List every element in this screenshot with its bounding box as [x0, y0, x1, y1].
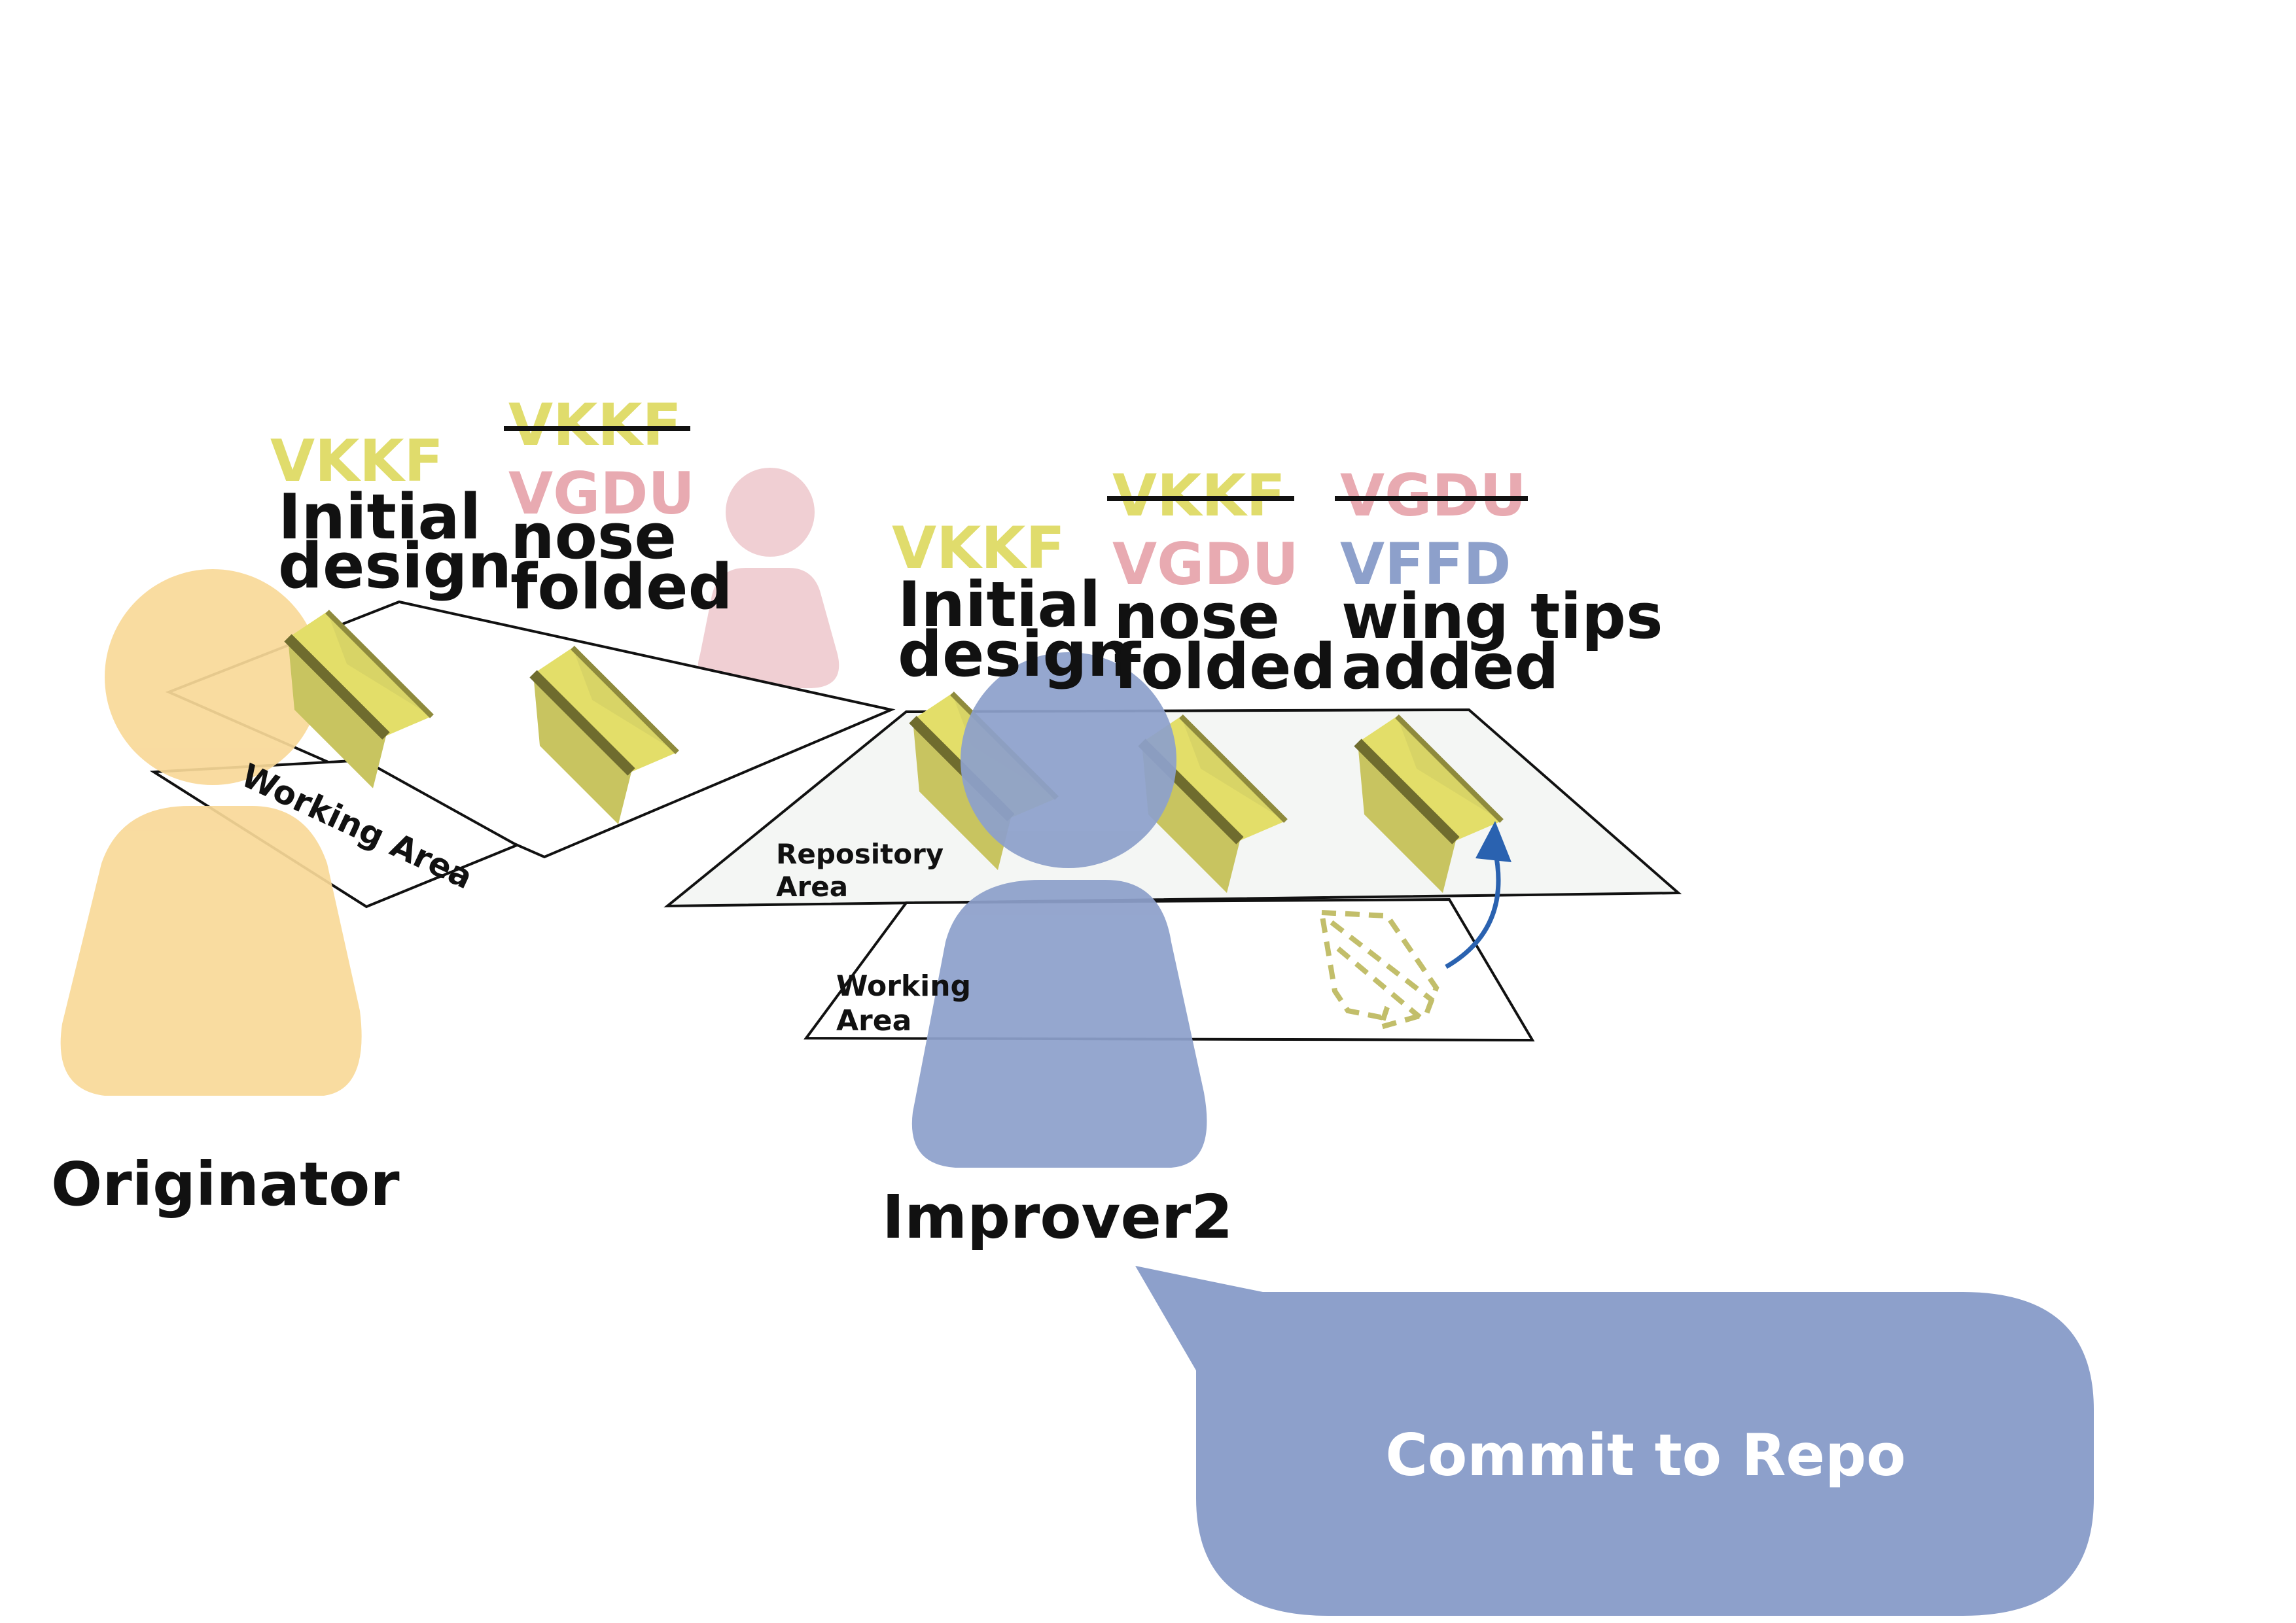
- originator-commit-2-msg-line1: nose: [510, 501, 677, 573]
- originator-figure: [60, 569, 362, 1096]
- improver2-commit-2-msg-line1: nose: [1114, 581, 1280, 653]
- improver2-figure: [911, 652, 1207, 1168]
- improver2-commit-3-msg-line1: wing tips: [1341, 581, 1663, 653]
- improver2-commit-1-msg-line1: Initial: [898, 569, 1101, 641]
- improver2-commit-3-id: VFFD: [1340, 531, 1511, 598]
- improver1-figure: [698, 468, 839, 688]
- originator-commit-2-struck-id: VKKF: [508, 391, 682, 459]
- improver2-commit-1-msg-line2: design: [898, 619, 1131, 691]
- improver2-name: Improver2: [882, 1182, 1233, 1252]
- improver2-working-area-label-line2: Area: [836, 1004, 911, 1038]
- speech-bubble: [1135, 1266, 2094, 1616]
- repository-area-label-line1: Repository: [776, 838, 944, 870]
- improver2-commit-1-id: VKKF: [892, 514, 1065, 582]
- originator-commit-2-id: VGDU: [508, 460, 695, 527]
- improver2-commit-3-struck-id: VGDU: [1340, 462, 1527, 529]
- commit-arrow: [1445, 821, 1511, 969]
- improver2-commit-2-struck-id: VKKF: [1112, 462, 1286, 529]
- improver2-commit-2-id: VGDU: [1112, 531, 1299, 598]
- originator-name: Originator: [51, 1149, 400, 1219]
- originator-commit-1-msg-line1: Initial: [278, 481, 481, 553]
- originator-commit-2-msg-line2: folded: [510, 551, 733, 623]
- improver2-commit-2-msg-line2: folded: [1114, 631, 1336, 703]
- speech-bubble-text: Commit to Repo: [1385, 1422, 1905, 1489]
- improver2-working-area-label-line1: Working: [836, 969, 971, 1003]
- originator-commit-1-msg-line2: design: [278, 531, 512, 602]
- originator-commit-1-id: VKKF: [270, 427, 444, 495]
- repository-area-label-line2: Area: [776, 871, 848, 903]
- dashed-plane-outline: [1318, 909, 1439, 1031]
- improver2-commit-3-msg-line2: added: [1341, 631, 1559, 703]
